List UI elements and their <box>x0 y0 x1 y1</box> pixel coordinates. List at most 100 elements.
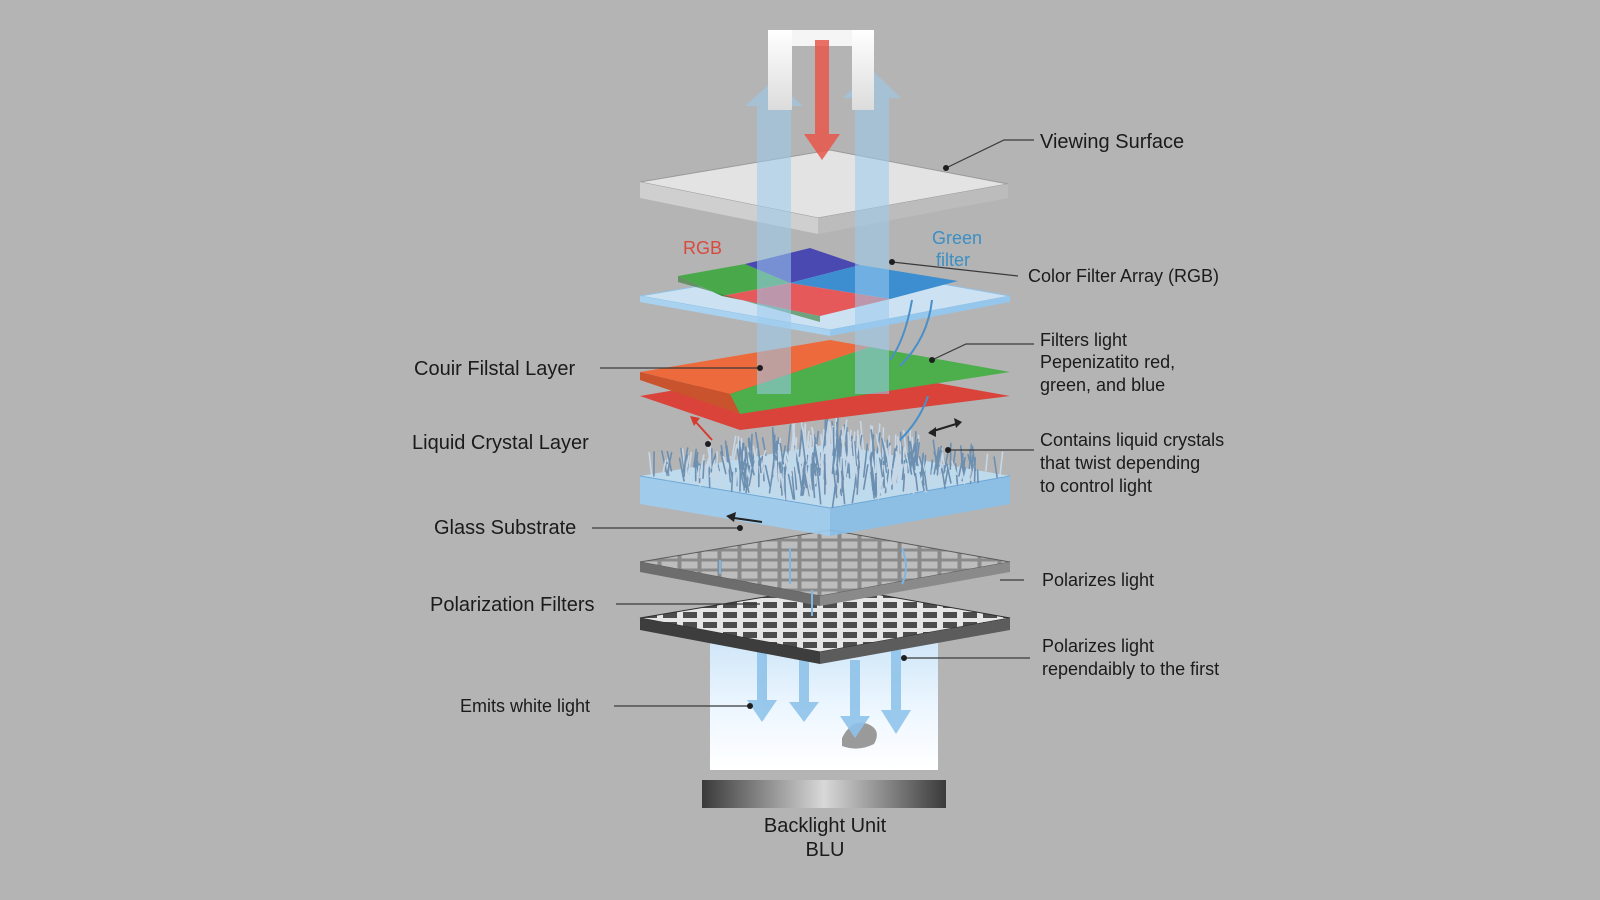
liquid-crystal-molecule <box>878 457 886 489</box>
label-filters-light-2: Pepenizatito red, <box>1040 352 1175 372</box>
label-emits-white-light: Emits white light <box>460 696 590 716</box>
liquid-crystal-molecules <box>648 409 1004 509</box>
liquid-crystal-molecule <box>839 456 842 489</box>
liquid-crystal-molecule <box>862 443 869 478</box>
liquid-crystal-molecule <box>666 451 673 477</box>
liquid-crystal-molecule <box>884 463 891 494</box>
liquid-crystal-molecule <box>724 440 729 463</box>
liquid-crystal-molecule <box>939 470 943 487</box>
label-backlight-unit: Backlight Unit <box>764 815 887 837</box>
liquid-crystal-molecule <box>739 446 744 466</box>
liquid-crystal-molecule <box>648 451 653 477</box>
liquid-crystal-molecule <box>800 429 807 465</box>
liquid-crystal-molecule <box>726 452 734 479</box>
lc-direction-arrows <box>690 416 962 523</box>
inter-filter-arrows <box>719 547 907 616</box>
liquid-crystal-molecule <box>902 473 906 492</box>
liquid-crystal-molecule <box>716 466 722 489</box>
backlight-unit <box>702 640 946 808</box>
liquid-crystal-molecule <box>832 426 835 461</box>
liquid-crystal-molecule <box>730 435 737 463</box>
liquid-crystal-molecule <box>808 470 813 497</box>
liquid-crystal-molecule <box>713 463 718 484</box>
liquid-crystal-molecule <box>883 452 888 474</box>
liquid-crystal-molecule <box>709 459 716 478</box>
liquid-crystal-molecule <box>877 476 884 500</box>
liquid-crystal-molecule <box>732 443 738 462</box>
liquid-crystal-molecule <box>952 450 956 467</box>
label-liquid-crystal-layer: Liquid Crystal Layer <box>412 432 589 454</box>
liquid-crystal-molecule <box>825 468 832 496</box>
liquid-crystal-molecule <box>684 455 690 478</box>
liquid-crystal-molecule <box>950 460 958 476</box>
liquid-crystal-molecule <box>871 472 876 496</box>
liquid-crystal-molecule <box>842 456 849 492</box>
liquid-crystal-molecule <box>816 467 822 505</box>
light-beam-right <box>855 96 889 394</box>
filter-curve-arrows <box>889 299 933 441</box>
liquid-crystal-molecule <box>814 441 821 475</box>
leader-lines <box>592 139 1034 709</box>
liquid-crystal-molecule <box>859 420 865 455</box>
liquid-crystal-molecule <box>890 456 897 486</box>
liquid-crystal-molecule <box>748 451 755 476</box>
liquid-crystal-molecule <box>936 445 943 471</box>
liquid-crystal-molecule <box>794 465 801 492</box>
liquid-crystal-molecule <box>803 468 811 497</box>
liquid-crystal-molecule <box>794 437 798 465</box>
liquid-crystal-molecule <box>791 471 796 500</box>
liquid-crystal-molecule <box>893 465 900 488</box>
label-glass-substrate: Glass Substrate <box>434 517 576 539</box>
liquid-crystal-molecule <box>846 429 852 463</box>
liquid-crystal-molecule <box>793 466 798 491</box>
liquid-crystal-molecule <box>858 455 863 492</box>
label-couir-filstal-layer: Couir Filstal Layer <box>414 358 576 380</box>
label-polarizes-light-1: Polarizes light <box>1042 570 1154 590</box>
liquid-crystal-molecule <box>909 451 916 477</box>
liquid-crystal-molecule <box>770 453 776 481</box>
liquid-crystal-molecule <box>921 467 925 486</box>
liquid-crystal-molecule <box>887 446 891 475</box>
viewing-surface-plate <box>639 149 1009 234</box>
liquid-crystal-molecule <box>764 464 771 488</box>
liquid-crystal-molecule <box>678 457 685 482</box>
liquid-crystal-molecule <box>748 460 755 487</box>
polarization-filter-top <box>639 529 1011 606</box>
liquid-crystal-molecule <box>702 460 705 480</box>
liquid-crystal-molecule <box>786 424 792 460</box>
liquid-crystal-molecule <box>856 460 860 495</box>
liquid-crystal-molecule <box>958 456 964 477</box>
liquid-crystal-molecule <box>912 446 918 464</box>
liquid-crystal-molecule <box>719 451 727 475</box>
liquid-crystal-molecule <box>740 457 747 478</box>
liquid-crystal-molecule <box>907 435 912 464</box>
label-color-filter-array: Color Filter Array (RGB) <box>1028 266 1219 286</box>
liquid-crystal-molecule <box>993 456 998 479</box>
liquid-crystal-molecule <box>708 466 711 489</box>
label-rgb: RGB <box>683 238 722 258</box>
liquid-crystal-molecule <box>740 442 744 468</box>
liquid-crystal-molecule <box>897 436 900 466</box>
liquid-crystal-molecule <box>760 458 767 482</box>
label-filters-light-3: green, and blue <box>1040 375 1165 395</box>
liquid-crystal-molecule <box>880 437 888 463</box>
liquid-crystal-molecule <box>898 453 901 482</box>
liquid-crystal-molecule <box>985 453 989 472</box>
liquid-crystal-molecule <box>745 465 753 489</box>
liquid-crystal-molecule <box>907 452 913 475</box>
liquid-crystal-molecule <box>930 459 934 475</box>
liquid-crystal-molecule <box>883 465 890 497</box>
liquid-crystal-molecule <box>660 450 668 474</box>
liquid-crystal-molecule <box>820 459 824 493</box>
liquid-crystal-molecule <box>739 469 746 489</box>
liquid-crystal-molecule <box>852 438 857 468</box>
liquid-crystal-molecule <box>941 467 946 490</box>
liquid-crystal-molecule <box>748 437 754 462</box>
liquid-crystal-molecule <box>903 463 910 495</box>
liquid-crystal-molecule <box>743 463 748 491</box>
liquid-crystal-molecule <box>870 471 876 499</box>
liquid-crystal-molecule <box>938 452 944 479</box>
label-polarizes-light-2-title: Polarizes light <box>1042 636 1154 656</box>
liquid-crystal-molecule <box>943 451 949 474</box>
label-green-filter-1: Green <box>932 228 982 248</box>
